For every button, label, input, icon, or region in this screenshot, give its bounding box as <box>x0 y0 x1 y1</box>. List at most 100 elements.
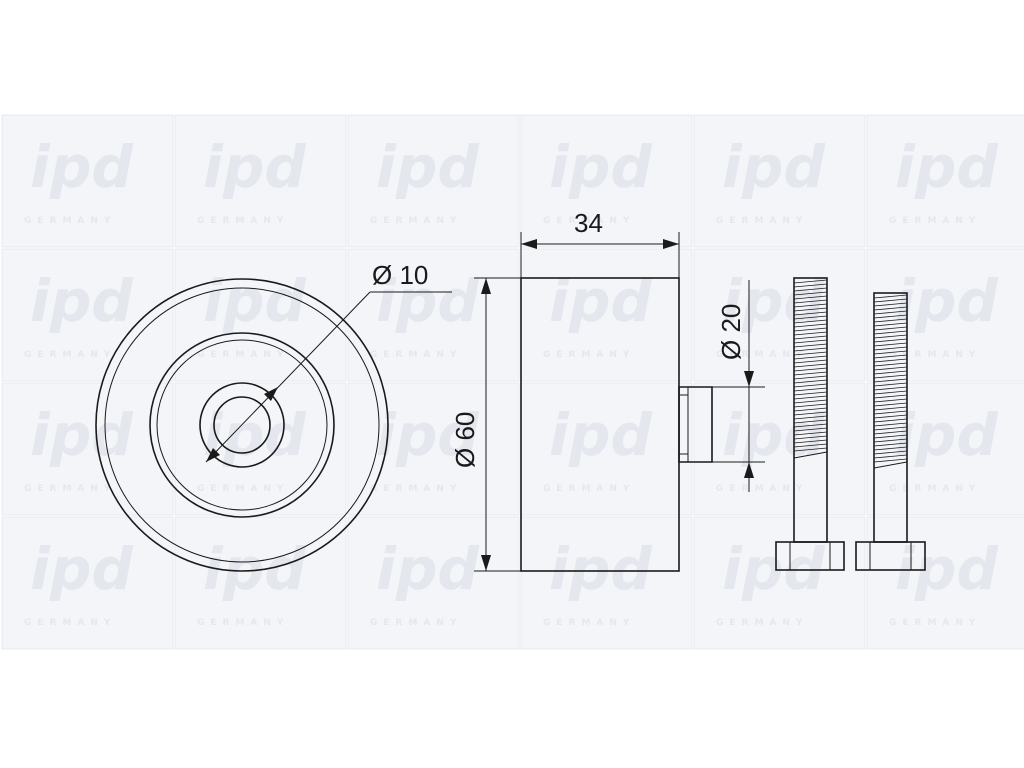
thread-line <box>873 346 908 351</box>
watermark-subtitle: GERMANY <box>889 350 981 360</box>
watermark-subtitle: GERMANY <box>543 618 635 628</box>
hub-dimension-label: Ø 20 <box>716 304 746 360</box>
watermark-subtitle: GERMANY <box>197 484 289 494</box>
thread-line <box>873 318 908 323</box>
watermark-subtitle: GERMANY <box>889 618 981 628</box>
thread-line <box>793 403 828 408</box>
thread-line <box>793 423 828 428</box>
watermark-logo: ipd <box>549 535 652 603</box>
thread-line <box>793 319 828 324</box>
watermark-tile <box>1 382 174 516</box>
thread-line <box>793 439 828 444</box>
thread-line <box>793 295 828 300</box>
hub-arrow-bottom <box>744 462 754 478</box>
thread-line <box>873 450 908 455</box>
watermark-logo: ipd <box>203 401 306 469</box>
watermark-subtitle: GERMANY <box>24 484 116 494</box>
thread-line <box>793 415 828 420</box>
thread-line <box>873 430 908 435</box>
watermark-subtitle: GERMANY <box>889 484 981 494</box>
thread-line <box>793 435 828 440</box>
thread-line <box>873 426 908 431</box>
thread-line <box>793 383 828 388</box>
thread-line <box>873 378 908 383</box>
watermark-tile <box>1 248 174 382</box>
watermark-logo: ipd <box>895 267 998 335</box>
watermark-tile <box>866 382 1024 516</box>
watermark-subtitle: GERMANY <box>197 618 289 628</box>
width-dimension-label: 34 <box>574 208 603 238</box>
thread-line <box>793 447 828 452</box>
thread-line <box>873 446 908 451</box>
thread-line <box>873 302 908 307</box>
thread-line <box>793 291 828 296</box>
watermark-tile <box>347 114 520 248</box>
hub-arrow-top <box>744 371 754 387</box>
watermark-subtitle: GERMANY <box>543 484 635 494</box>
watermark-tile <box>693 516 866 650</box>
watermark-subtitle: GERMANY <box>24 216 116 226</box>
watermark-logo: ipd <box>549 401 652 469</box>
thread-line <box>873 398 908 403</box>
watermark-tile <box>174 248 347 382</box>
thread-line <box>873 362 908 367</box>
thread-line <box>793 331 828 336</box>
watermark-tile <box>1 516 174 650</box>
thread-line <box>873 374 908 379</box>
thread-line <box>873 330 908 335</box>
watermark-subtitle: GERMANY <box>543 350 635 360</box>
thread-line <box>793 303 828 308</box>
watermark-tile <box>866 516 1024 650</box>
thread-line <box>793 323 828 328</box>
watermark-logo: ipd <box>30 267 133 335</box>
watermark-tile <box>693 382 866 516</box>
thread-line <box>793 407 828 412</box>
thread-line <box>873 418 908 423</box>
thread-line <box>793 315 828 320</box>
thread-line <box>793 371 828 376</box>
thread-line <box>873 350 908 355</box>
thread-line <box>793 355 828 360</box>
thread-line <box>873 394 908 399</box>
width-arrow-left <box>521 239 537 249</box>
bolt-long <box>775 277 845 571</box>
thread-line <box>793 283 828 288</box>
bore-dimension-label: Ø 10 <box>372 260 428 290</box>
thread-line <box>793 375 828 380</box>
thread-line <box>793 387 828 392</box>
width-arrow-right <box>663 239 679 249</box>
watermark-tile <box>693 248 866 382</box>
watermark-subtitle: GERMANY <box>197 216 289 226</box>
watermark-tile <box>520 114 693 248</box>
watermark-subtitle: GERMANY <box>370 350 462 360</box>
watermark-logo: ipd <box>376 401 479 469</box>
thread-line <box>793 419 828 424</box>
watermark-subtitle: GERMANY <box>370 216 462 226</box>
thread-line <box>873 294 908 299</box>
outer-rim-inner-circle <box>104 287 380 563</box>
side-view: 34 Ø 60 Ø 20 <box>450 208 765 572</box>
thread-line <box>873 386 908 391</box>
thread-line <box>793 343 828 348</box>
bore-arrow-bottom <box>206 448 220 462</box>
outer-rim-circle <box>95 278 389 572</box>
thread-line <box>793 287 828 292</box>
bore-circle <box>213 396 271 454</box>
thread-line <box>873 458 908 463</box>
watermark-logo: ipd <box>30 133 133 201</box>
thread-line <box>873 322 908 327</box>
thread-line <box>793 427 828 432</box>
watermark-subtitle: GERMANY <box>24 350 116 360</box>
thread-line <box>793 411 828 416</box>
watermark-subtitle: GERMANY <box>716 350 808 360</box>
bolt-short <box>855 292 926 571</box>
thread-line <box>793 311 828 316</box>
watermark-logo: ipd <box>895 401 998 469</box>
thread-line <box>793 399 828 404</box>
watermark-tile <box>174 114 347 248</box>
watermark-subtitle: GERMANY <box>716 618 808 628</box>
thread-line <box>873 314 908 319</box>
watermark-tile <box>520 516 693 650</box>
